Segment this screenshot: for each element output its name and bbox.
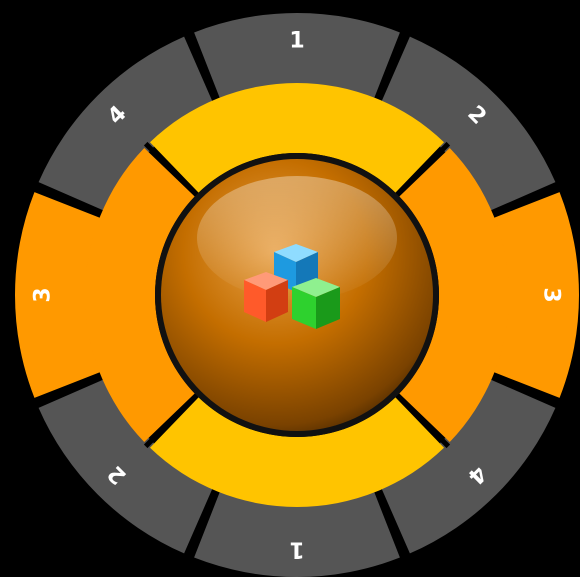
outer-segment-label: 3 (31, 287, 56, 302)
red-cube (244, 272, 288, 322)
outer-segment-label: 1 (289, 29, 304, 54)
outer-segment-label: 3 (539, 287, 564, 302)
center-hub[interactable] (155, 153, 439, 437)
green-cube (292, 278, 340, 329)
outer-segment-label: 1 (289, 537, 304, 562)
